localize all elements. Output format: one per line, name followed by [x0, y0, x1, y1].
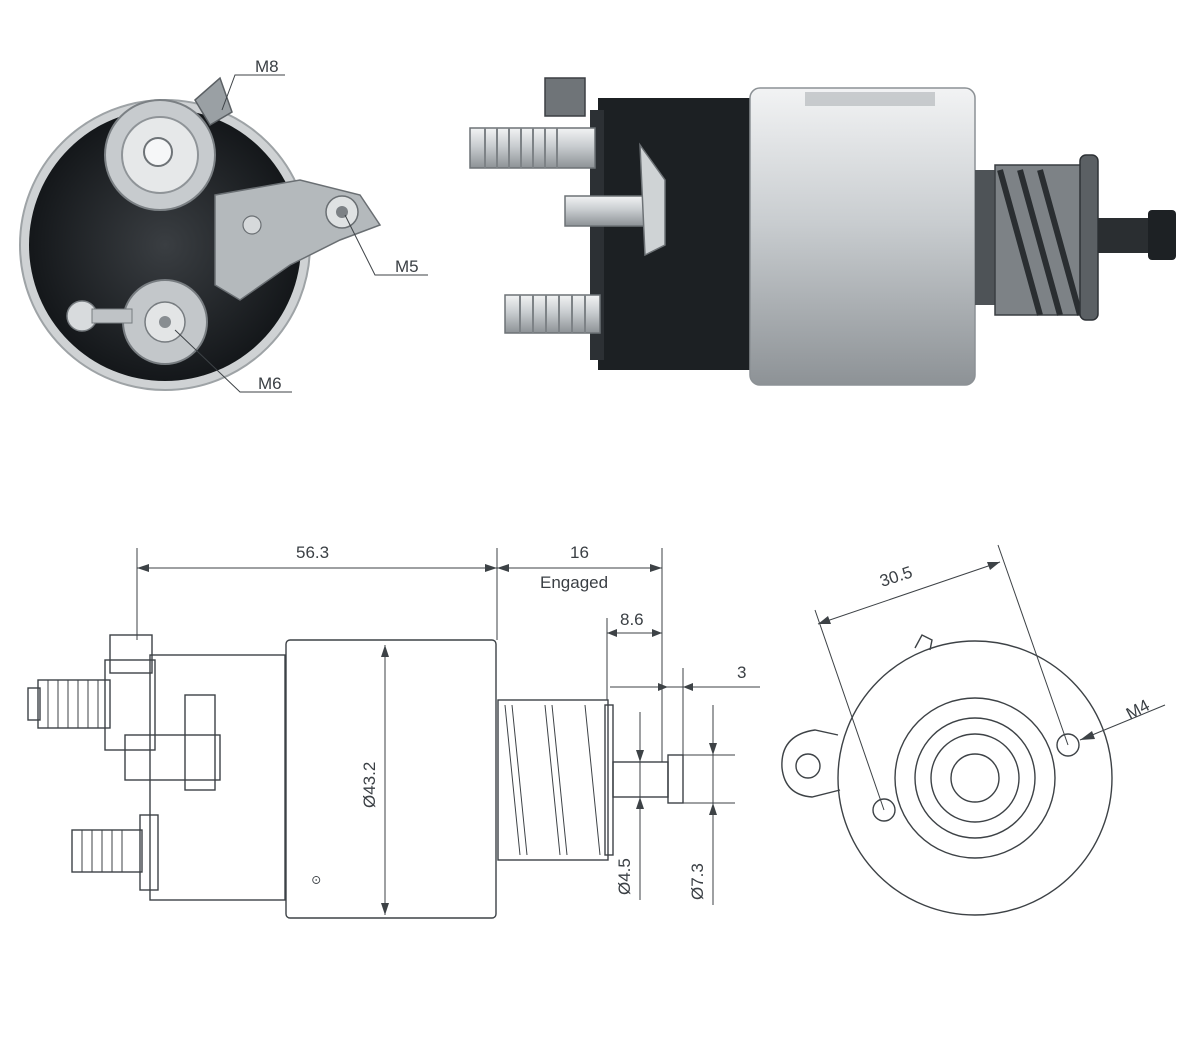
dim-stroke-note: Engaged	[540, 573, 608, 592]
stud-m8	[37, 679, 111, 729]
stud-middle	[564, 142, 666, 257]
terminal-m6	[66, 279, 208, 365]
terminal-block	[149, 654, 286, 901]
dim-stroke: 16	[570, 543, 589, 562]
dim-hole-thread: M4	[1123, 696, 1153, 724]
end-cap	[598, 98, 758, 370]
terminal-m8	[104, 76, 233, 211]
metal-housing	[749, 87, 976, 386]
stud-m6	[71, 829, 143, 873]
stud-lower	[504, 294, 601, 334]
callout-m5: M5	[395, 257, 419, 276]
stud-upper	[469, 127, 596, 169]
callout-m6-leader	[174, 329, 292, 393]
end-outline	[837, 640, 1113, 916]
callout-m6: M6	[258, 374, 282, 393]
dim-length: 56.3	[296, 543, 329, 562]
callout-m5-leader	[344, 214, 428, 276]
hole-left	[872, 798, 896, 822]
body-outline	[285, 639, 497, 919]
upper-tab	[544, 77, 586, 117]
stud-m5	[124, 734, 221, 781]
dim-flange: 3	[737, 663, 746, 682]
callout-m8: M8	[255, 57, 279, 76]
mounting-tab	[781, 729, 841, 798]
dim-head-diameter: Ø7.3	[688, 863, 707, 900]
drawing-end-view: 30.5 M4	[781, 544, 1166, 916]
dim-plunger-diameter: Ø4.5	[615, 858, 634, 895]
photo-side-view	[469, 77, 1176, 386]
body-mark: ⊙	[309, 875, 323, 885]
hole-right	[1056, 733, 1080, 757]
plunger-bore	[950, 753, 1000, 803]
dim-body-diameter: Ø43.2	[360, 762, 379, 808]
dim-plunger-length: 8.6	[620, 610, 644, 629]
callout-m8-leader	[221, 74, 285, 111]
photo-front-view: M8 M5 M6	[19, 57, 428, 393]
drawing-side: ⊙ 56.3 16 Engaged 8.6 3 Ø43.2	[27, 543, 760, 919]
dim-hole-spacing: 30.5	[877, 563, 914, 591]
spring-drawing	[497, 699, 609, 861]
plunger-tip	[1148, 210, 1176, 260]
